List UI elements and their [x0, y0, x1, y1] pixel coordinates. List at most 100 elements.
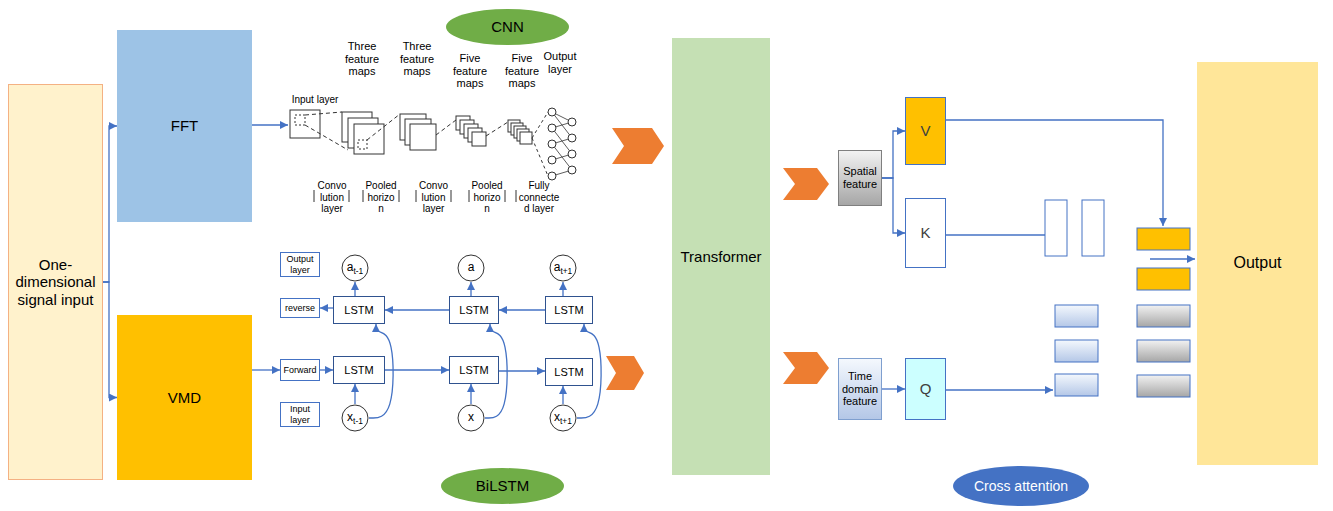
text-wrap: Cross attention — [974, 478, 1068, 494]
text-wrap: LSTM — [459, 364, 488, 377]
layer-label: Input layer — [287, 94, 343, 106]
shape-outline — [458, 405, 484, 431]
connector-arrow — [320, 369, 333, 370]
shape-outline — [458, 255, 484, 281]
node-text: LSTM — [554, 366, 583, 379]
layer-label: Convolution layer — [317, 180, 347, 215]
layer-tag: Output layer — [280, 252, 320, 277]
layer-label: Convolution layer — [418, 180, 449, 215]
cnn-illustration — [358, 140, 367, 149]
layer-label: Pooled horizon — [471, 180, 503, 215]
layer-ticks — [314, 190, 315, 202]
cnn-illustration — [548, 108, 556, 116]
layer-tag: reverse — [280, 298, 320, 318]
layer-label: Pooled horizon — [365, 180, 397, 215]
text-wrap: LSTM — [554, 366, 583, 379]
connector-arrow — [252, 369, 280, 370]
text-wrap: FFT — [171, 117, 199, 134]
layer-label: Fully connected layer — [518, 180, 560, 215]
shape-outline — [441, 468, 564, 504]
cnn-illustration — [568, 134, 576, 142]
text-wrap: Output layer — [282, 254, 318, 275]
flow-chevron — [783, 352, 829, 384]
flow-chevron — [783, 168, 829, 200]
output-circle: at+1 — [549, 254, 577, 282]
node-text: CNN — [491, 18, 524, 35]
connector-arrow — [470, 384, 471, 404]
connector-arrow — [882, 131, 905, 178]
text-wrap: LSTM — [344, 364, 373, 377]
query-box: Q — [905, 358, 946, 420]
shape-outline — [953, 466, 1089, 506]
shape-outline — [550, 255, 576, 281]
layer-ticks — [469, 190, 470, 202]
cnn-illustration — [548, 140, 556, 148]
node-text: Q — [920, 380, 932, 397]
attention-output-stack — [1137, 268, 1190, 290]
node-text: LSTM — [344, 304, 373, 317]
cnn-illustration — [410, 124, 436, 150]
text-wrap: Transformer — [680, 248, 761, 265]
key-matrix — [1082, 200, 1104, 256]
cnn-illustration — [486, 122, 508, 136]
node-text: LSTM — [554, 304, 583, 317]
value-box: V — [905, 97, 946, 165]
connector-arrow — [562, 386, 563, 404]
cnn-illustration — [436, 120, 456, 135]
connector-arrow — [320, 307, 333, 308]
cnn-illustration — [532, 138, 548, 176]
query-matrix — [1055, 305, 1098, 396]
subscript: t-1 — [353, 416, 363, 426]
section-label: BiLSTM — [440, 467, 565, 505]
attention-lines — [946, 234, 1045, 235]
connector-arrow — [385, 309, 449, 310]
text-wrap: One-dimensional signal input — [15, 256, 96, 308]
connector-arrow — [470, 282, 471, 296]
node-text: One-dimensional signal input — [15, 256, 96, 308]
node-text: Transformer — [680, 248, 761, 265]
process-box: VMD — [117, 315, 252, 480]
text-wrap: reverse — [285, 303, 315, 313]
text-wrap: V — [920, 122, 930, 139]
cnn-illustration — [548, 124, 556, 132]
output-circle: a — [457, 254, 485, 282]
shape-outline — [446, 9, 569, 45]
node-text: at-1 — [347, 261, 363, 275]
attention-output-stack — [1137, 228, 1190, 250]
text-wrap: LSTM — [554, 304, 583, 317]
shape-outline — [550, 405, 576, 431]
text-wrap: Output — [1233, 254, 1281, 272]
layer-label: Output layer — [541, 50, 579, 75]
lstm-cell: LSTM — [545, 358, 593, 386]
output-circle: at-1 — [341, 254, 369, 282]
node-text: K — [920, 224, 930, 241]
subscript: t+1 — [560, 266, 572, 276]
layer-ticks — [416, 190, 417, 202]
cnn-illustration — [290, 108, 576, 180]
node-text: FFT — [171, 117, 199, 134]
connector-arrow — [499, 370, 545, 371]
cnn-illustration — [295, 115, 305, 125]
cnn-illustration — [568, 150, 576, 158]
cnn-illustration — [367, 114, 400, 140]
text-wrap: Time domain feature — [841, 370, 879, 408]
attention-lines — [946, 389, 1053, 390]
node-text: at+1 — [554, 261, 573, 275]
node-text: V — [920, 122, 930, 139]
text-wrap: LSTM — [344, 304, 373, 317]
node-text: Cross attention — [974, 478, 1068, 494]
key-box: K — [905, 198, 946, 268]
layer-ticks — [451, 190, 452, 202]
cnn-illustration — [520, 132, 532, 144]
subscript: t+1 — [560, 416, 572, 426]
text-wrap: xt+1 — [554, 411, 572, 425]
transformer-band: Transformer — [672, 38, 770, 475]
connector-arrow — [103, 282, 117, 398]
node-text: a — [468, 261, 475, 275]
layer-ticks — [505, 190, 506, 202]
process-box: FFT — [117, 30, 252, 222]
attention-output-stack — [1137, 375, 1190, 397]
layer-tag: Input layer — [280, 402, 320, 427]
text-wrap: at+1 — [554, 261, 573, 275]
